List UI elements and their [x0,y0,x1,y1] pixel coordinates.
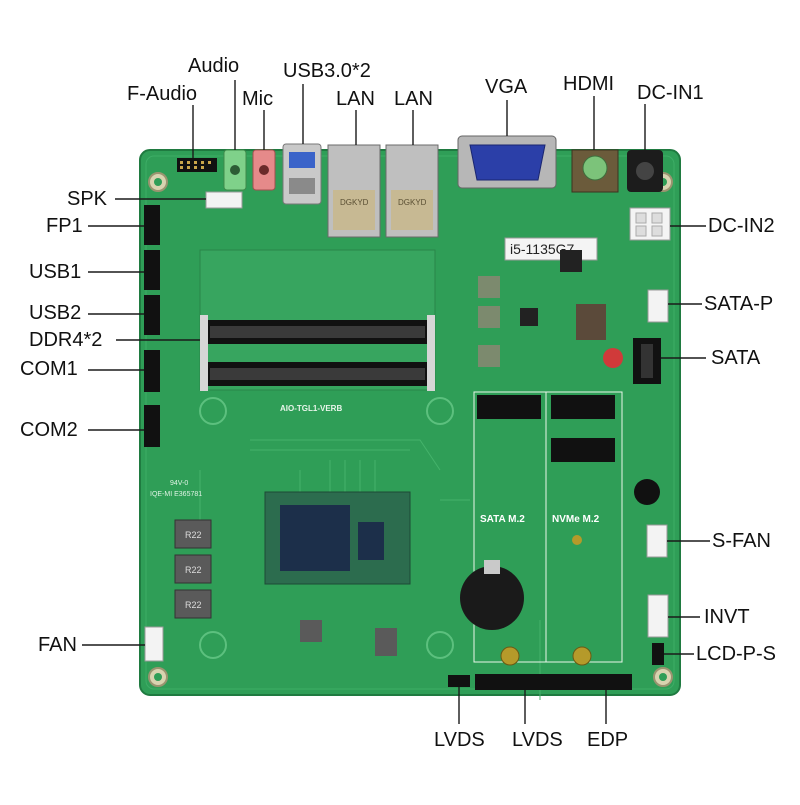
inductor-big [576,304,606,340]
spk-connector [205,191,243,209]
label-fan: FAN [38,634,77,656]
label-dc-in1: DC-IN1 [637,82,704,104]
label-usb30: USB3.0*2 [283,60,371,82]
invt-connector [647,594,669,638]
cpu-model-label: i5-1135G7 [510,241,575,257]
chip-a [478,276,500,298]
inductor-group: R22 R22 R22 [174,519,397,656]
lvds-header-2 [475,674,570,690]
label-lan-2: LAN [394,88,433,110]
m2-nvme-slot-2 [551,438,615,462]
sata-m2-silk: SATA M.2 [480,514,525,525]
chip-e [520,308,538,326]
f-audio-header [177,158,217,172]
board-mark-1: 94V-0 [170,480,188,487]
label-lvds-2: LVDS [512,729,563,751]
label-ddr4: DDR4*2 [29,329,103,351]
label-spk: SPK [67,188,108,210]
label-lcd-p-s: LCD-P-S [696,643,777,665]
leader-lines [82,80,710,724]
buzzer [634,479,660,505]
label-sata: SATA [711,347,761,369]
m2-nvme-slot [551,395,615,419]
label-usb2: USB2 [29,302,82,324]
m2-sata-slot [477,395,541,419]
label-audio: Audio [188,55,240,77]
label-usb1: USB1 [29,261,82,283]
f-audio-pins [180,161,211,169]
sata-p-connector [647,289,669,323]
svg-text:R22: R22 [185,530,202,540]
svg-text:R22: R22 [185,600,202,610]
usb1-header [144,250,160,290]
usb2-header [144,295,160,335]
battery-cap [603,348,623,368]
label-lan-1: LAN [336,88,375,110]
label-invt: INVT [704,606,750,628]
com2-header [144,405,160,447]
label-lvds-1: LVDS [434,729,485,751]
board-silk-name: AIO-TGL1-VERB [280,404,342,413]
lcd-p-s-header [652,643,664,665]
lan-chip-text-2: DGKYD [398,198,427,207]
fan-connector [144,626,164,662]
svg-text:R22: R22 [185,565,202,575]
board-mark-2: IQE-MI E365781 [150,491,202,498]
m2-standoff-3 [572,535,582,545]
cpu-die [280,505,350,571]
chip-d [560,250,582,272]
label-fp1: FP1 [46,215,83,237]
chip-b [478,306,500,328]
pch-die [358,522,384,560]
fp1-header [144,205,160,245]
edp-header [570,674,632,690]
lan-chip-text-1: DGKYD [340,198,369,207]
chip-c [478,345,500,367]
label-vga: VGA [485,76,528,98]
label-sata-p: SATA-P [704,293,774,315]
s-fan-connector [646,524,668,558]
label-dc-in2: DC-IN2 [708,215,775,237]
label-s-fan: S-FAN [712,530,771,552]
label-com2: COM2 [20,419,78,441]
label-com1: COM1 [20,358,78,380]
m2-standoff-2 [572,646,592,666]
nvme-m2-silk: NVMe M.2 [552,514,600,525]
lvds-header-1 [448,675,470,687]
label-hdmi: HDMI [563,73,615,95]
label-f-audio: F-Audio [127,83,198,105]
m2-standoff-1 [500,646,520,666]
label-edp: EDP [587,729,629,751]
cmos-battery [460,566,524,630]
label-mic: Mic [242,88,274,110]
com1-header [144,350,160,392]
